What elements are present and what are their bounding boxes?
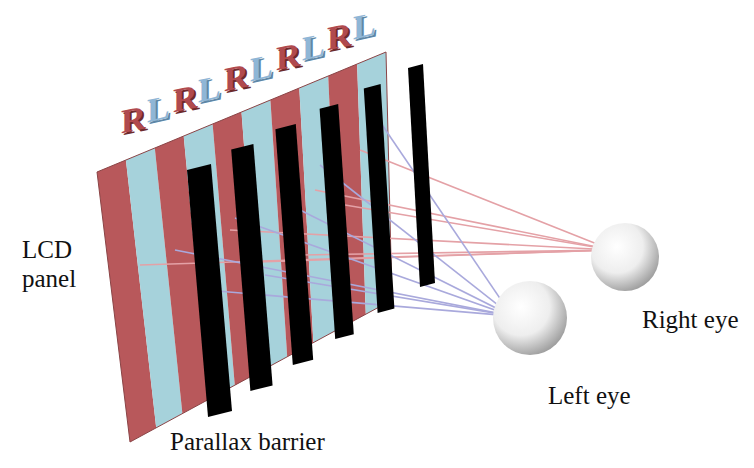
right-eye-ray: [360, 150, 612, 250]
lcd-panel: [97, 52, 392, 442]
parallax-barrier: [187, 64, 435, 417]
right-eye: [591, 223, 659, 291]
view-letter: R: [327, 17, 352, 56]
left-eye-ray: [290, 205, 512, 316]
view-letter: R: [224, 59, 249, 98]
view-letter: R: [173, 79, 198, 118]
barrier-slit: [275, 124, 313, 365]
barrier-slit: [231, 144, 272, 391]
barrier-slit: [408, 64, 435, 287]
view-letter: L: [302, 28, 325, 67]
view-letter: L: [147, 90, 170, 129]
caption-label: LCD panel: [22, 236, 88, 294]
caption-label: Left eye: [548, 382, 631, 411]
left-eye-ray: [372, 110, 512, 316]
view-letter: R: [276, 38, 301, 77]
right-eye-ray: [315, 190, 612, 250]
caption-label: Parallax barrier: [170, 428, 325, 457]
barrier-slit: [187, 164, 232, 417]
panel-outline: [97, 52, 392, 442]
left-eye: [493, 281, 567, 355]
view-letter: R: [121, 100, 146, 139]
view-letter: L: [250, 48, 273, 87]
barrier-slit: [364, 84, 395, 313]
barrier-slit: [320, 104, 354, 339]
view-letter: L: [198, 69, 221, 108]
caption-label: Right eye: [642, 306, 739, 335]
view-letter: L: [353, 7, 376, 46]
